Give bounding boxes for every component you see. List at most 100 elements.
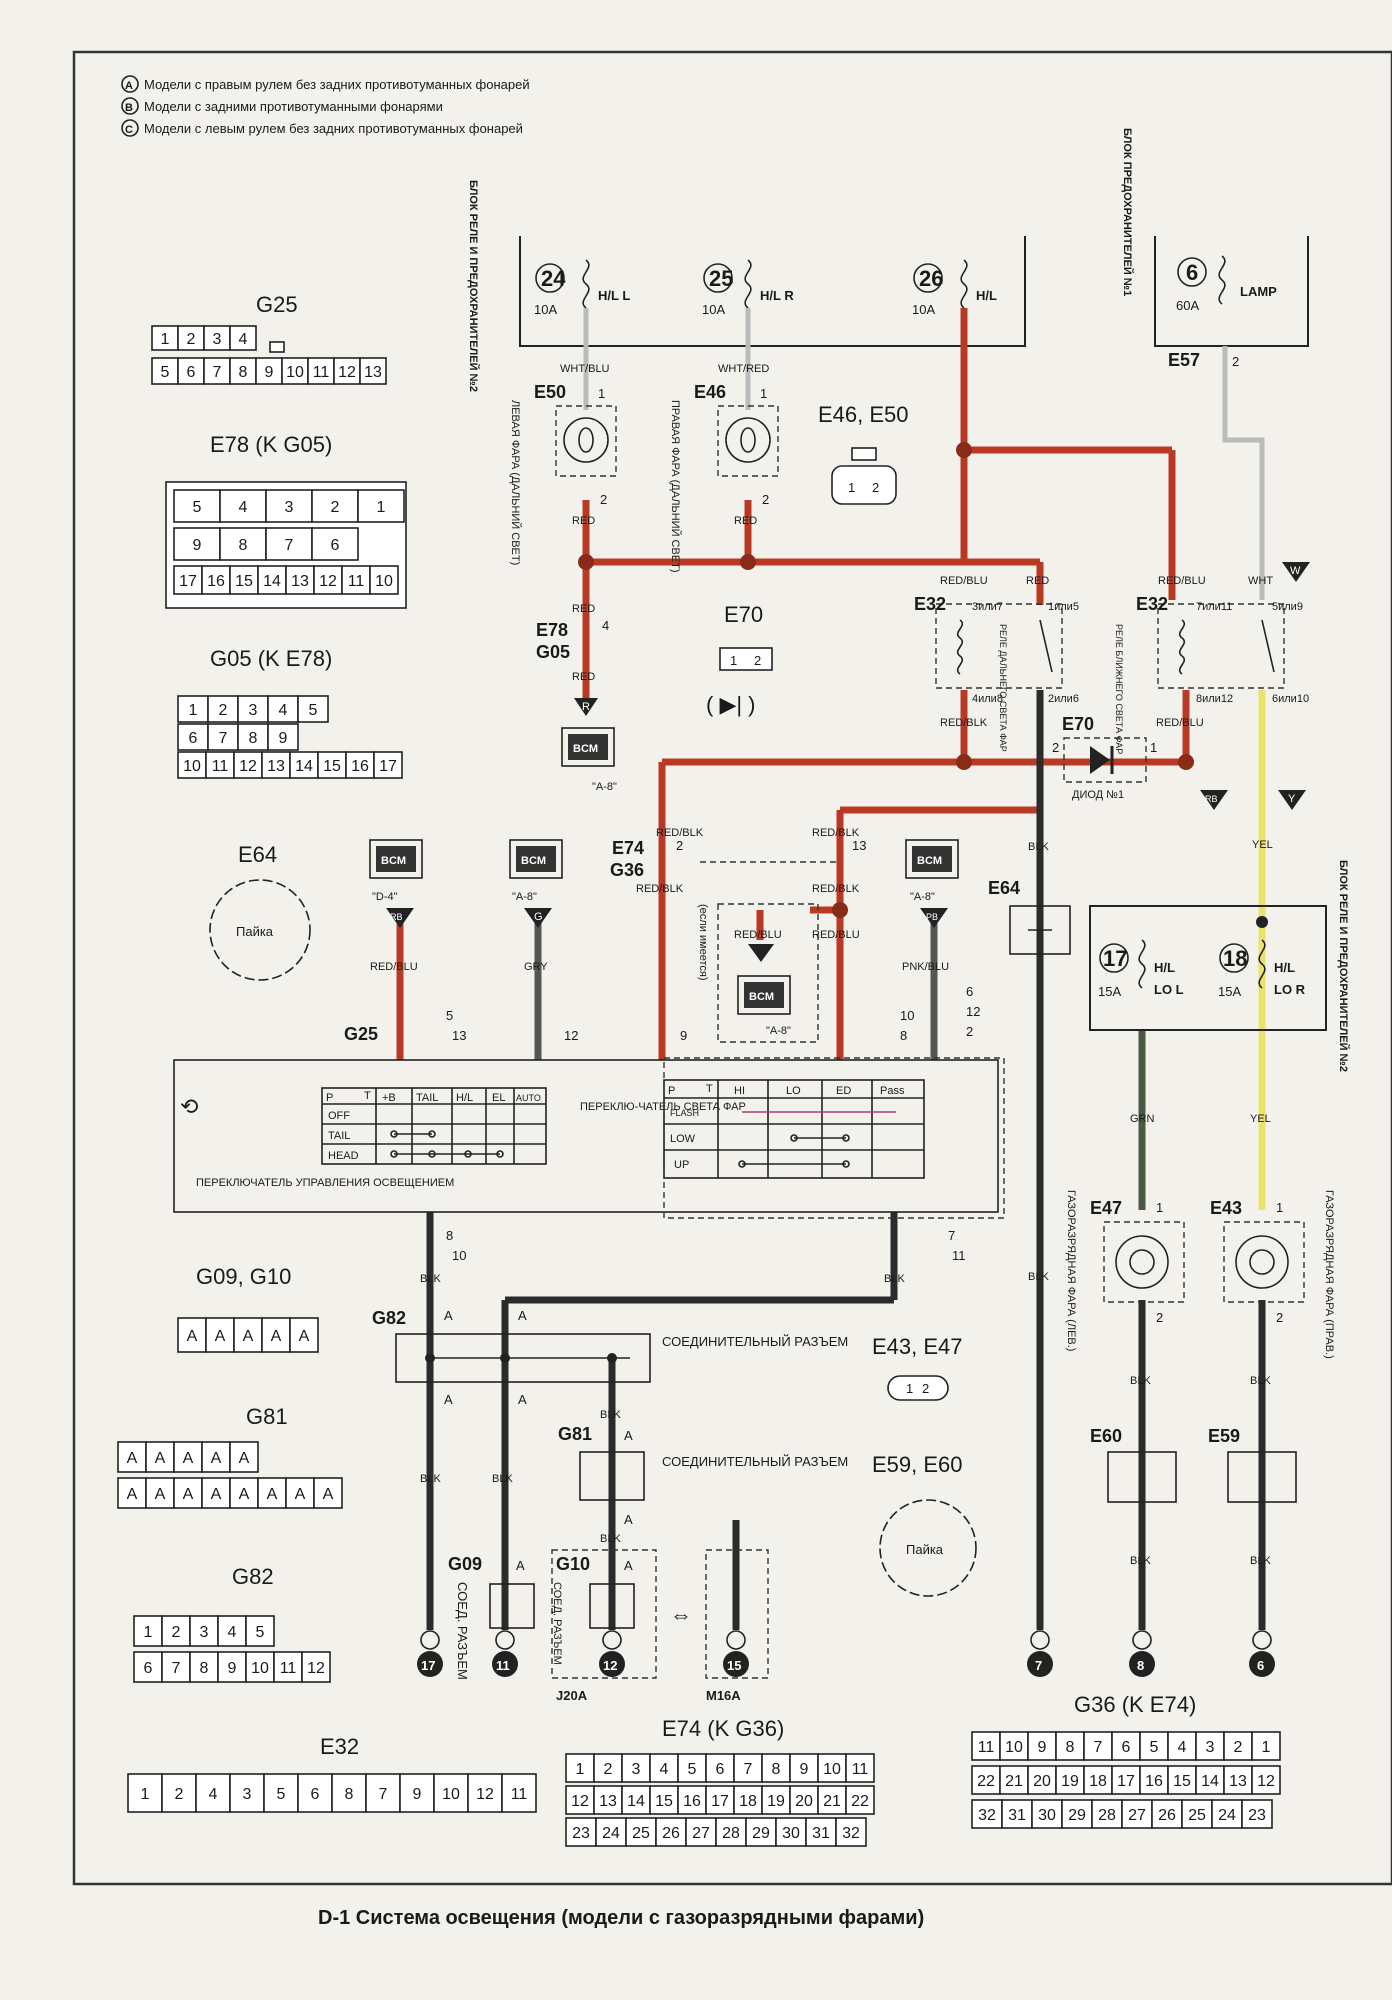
diode-symbol-icon: ( ▶| ): [706, 692, 756, 717]
sw-row-head: HEAD: [328, 1150, 359, 1162]
fuse-24-icon: [582, 259, 590, 309]
e74-r2-cell-label: 16: [683, 1793, 701, 1810]
g05-r3-cell-label: 11: [212, 758, 229, 775]
e46-e50-cell-1: 1: [848, 480, 855, 495]
e32-cell: [433, 1773, 469, 1813]
wire-red-blk-e74b: RED/BLK: [636, 883, 684, 895]
e47-description: ГАЗОРАЗРЯДНАЯ ФАРА (ЛЕВ.): [1065, 1190, 1077, 1351]
g25-r2-cell: [359, 357, 387, 385]
g25-inline-label: G25: [344, 1024, 378, 1044]
e47-pin-1: 1: [1156, 1200, 1163, 1215]
wire-red-blu-lo2: RED/BLU: [1156, 717, 1204, 729]
light-switch-table: P T +B TAIL H/L EL AUTO OFF TAIL HEAD: [321, 1087, 547, 1165]
g82-r1-cell-label: 4: [228, 1624, 237, 1641]
legend-b: Модели с задними противотуманными фонаря…: [144, 99, 443, 114]
e78-r3-cell-label: 10: [375, 573, 393, 590]
wire-red-blu-hi: RED/BLU: [940, 575, 988, 587]
g36-r2-cell-label: 17: [1117, 1773, 1135, 1790]
e46-description: ПРАВАЯ ФАРА (ДАЛЬНИЙ СВЕТ): [669, 400, 682, 573]
g82-r2-cell: [301, 1651, 331, 1683]
g25-title: G25: [256, 292, 298, 317]
g36-r1-cell-label: 7: [1094, 1739, 1103, 1756]
inline-e78-label: E78: [536, 620, 568, 640]
lo-pin-5: 5или9: [1272, 601, 1303, 613]
e78-r2-cell-label: 6: [331, 537, 340, 554]
legend-c: Модели с левым рулем без задних противот…: [144, 121, 523, 136]
g25-r1-cell: [151, 325, 179, 351]
g82-pin-a4: A: [518, 1392, 527, 1407]
e74-r1-cell: [593, 1753, 623, 1783]
ground-8-num: 8: [1137, 1658, 1144, 1673]
e78-r3-cell-label: 13: [291, 573, 309, 590]
g25-r2-cell-label: 11: [313, 364, 330, 381]
g05-r2-cell-label: 9: [279, 730, 288, 747]
fuse-18-icon: [1258, 939, 1266, 989]
fuse-26-amp: 10A: [912, 302, 935, 317]
tri-pb: PB: [926, 912, 938, 922]
connector-e64: E64 Пайка: [209, 842, 311, 981]
connector-e46-e50: E46, E50 1 2: [818, 402, 909, 505]
e74-r2-cell-label: 14: [627, 1793, 645, 1810]
diode-pin-1: 1: [1150, 740, 1157, 755]
g25-r2-cell-label: 10: [286, 364, 304, 381]
fuse-25-name: H/L R: [760, 288, 794, 303]
e78-r3-cell-label: 16: [207, 573, 225, 590]
wire-red-blk-hi: RED/BLK: [940, 717, 988, 729]
g25-r1-cell: [229, 325, 257, 351]
ground-17-num: 17: [421, 1658, 435, 1673]
fuse-17-icon: [1138, 939, 1146, 989]
sw-pin-11: 11: [952, 1248, 966, 1263]
e50-pin-1: 1: [598, 386, 605, 401]
sw-row-tail: TAIL: [328, 1130, 350, 1142]
e78-r3-cell-label: 17: [179, 573, 197, 590]
wire-red-e50: RED: [572, 515, 595, 527]
wire-red-g05: RED: [572, 671, 595, 683]
bcm-label-a8-mid: BCM: [521, 855, 546, 867]
e78-r1-cell-label: 3: [285, 499, 294, 516]
fuse-25-num: 25: [709, 266, 733, 291]
e32-cell: [161, 1773, 197, 1813]
fuse-6-icon: [1218, 255, 1226, 305]
g25-r2-cell-label: 7: [213, 364, 222, 381]
e59-e60-inner: Пайка: [906, 1542, 944, 1557]
e43-pin-2: 2: [1276, 1310, 1283, 1325]
relay-lo-label: E32: [1136, 594, 1168, 614]
g36-r2-cell-label: 18: [1089, 1773, 1107, 1790]
relay-lo-e32: E32 RED/BLU WHT 7или11 5или9 8или12 6или…: [1114, 562, 1310, 754]
g25-r1-cell-label: 4: [239, 331, 248, 348]
e74-label: E74: [612, 838, 644, 858]
g25-r1-cell: [203, 325, 231, 351]
g05-r3-cell: [373, 751, 403, 779]
headlamp-e50: E50 1 2 WHT/BLU RED ЛЕВАЯ ФАРА (ДАЛЬНИЙ …: [509, 363, 617, 565]
e46-pin-1: 1: [760, 386, 767, 401]
fuse-25-amp: 10A: [702, 302, 725, 317]
e78-r3-cell-label: 14: [263, 573, 281, 590]
e32-cell-label: 2: [175, 1786, 184, 1803]
ground-11: 11: [492, 1630, 518, 1677]
e50-label: E50: [534, 382, 566, 402]
g82-r2-cell: [189, 1651, 219, 1683]
wire-blk-e59: BLK: [1250, 1555, 1271, 1567]
wire-blk-e64: BLK: [1028, 841, 1049, 853]
g36-r3-cell: [1061, 1799, 1093, 1829]
g05-r3-cell: [177, 751, 207, 779]
fuse-box-2-lower: 17 15A H/L LO L 18 15A H/L LO R БЛОК РЕЛ…: [1089, 839, 1350, 1072]
bcm-label-a8-right: BCM: [917, 855, 942, 867]
fuse-18-name2: LO R: [1274, 982, 1306, 997]
e74-r3-cell-label: 29: [752, 1825, 770, 1842]
bcm-a8-mid: "A-8": [512, 891, 537, 903]
e74-r2-cell-label: 12: [571, 1793, 589, 1810]
e74-r1-cell-label: 8: [772, 1761, 781, 1778]
hid-lamp-e43: E43 1 2 YEL ГАЗОРАЗРЯДНАЯ ФАРА (ПРАВ.) B…: [1210, 1113, 1335, 1387]
g05-r2-cell: [267, 723, 299, 751]
g36-r1-cell-label: 1: [1262, 1739, 1271, 1756]
e74-r3-cell-label: 30: [782, 1825, 800, 1842]
wire-red-e78: RED: [572, 603, 595, 615]
g36-r2-cell: [1167, 1765, 1197, 1795]
e64-splice-label: E64: [988, 878, 1020, 898]
e74-r3-cell-label: 27: [692, 1825, 710, 1842]
splice-e59: E59 BLK: [1208, 1426, 1297, 1567]
